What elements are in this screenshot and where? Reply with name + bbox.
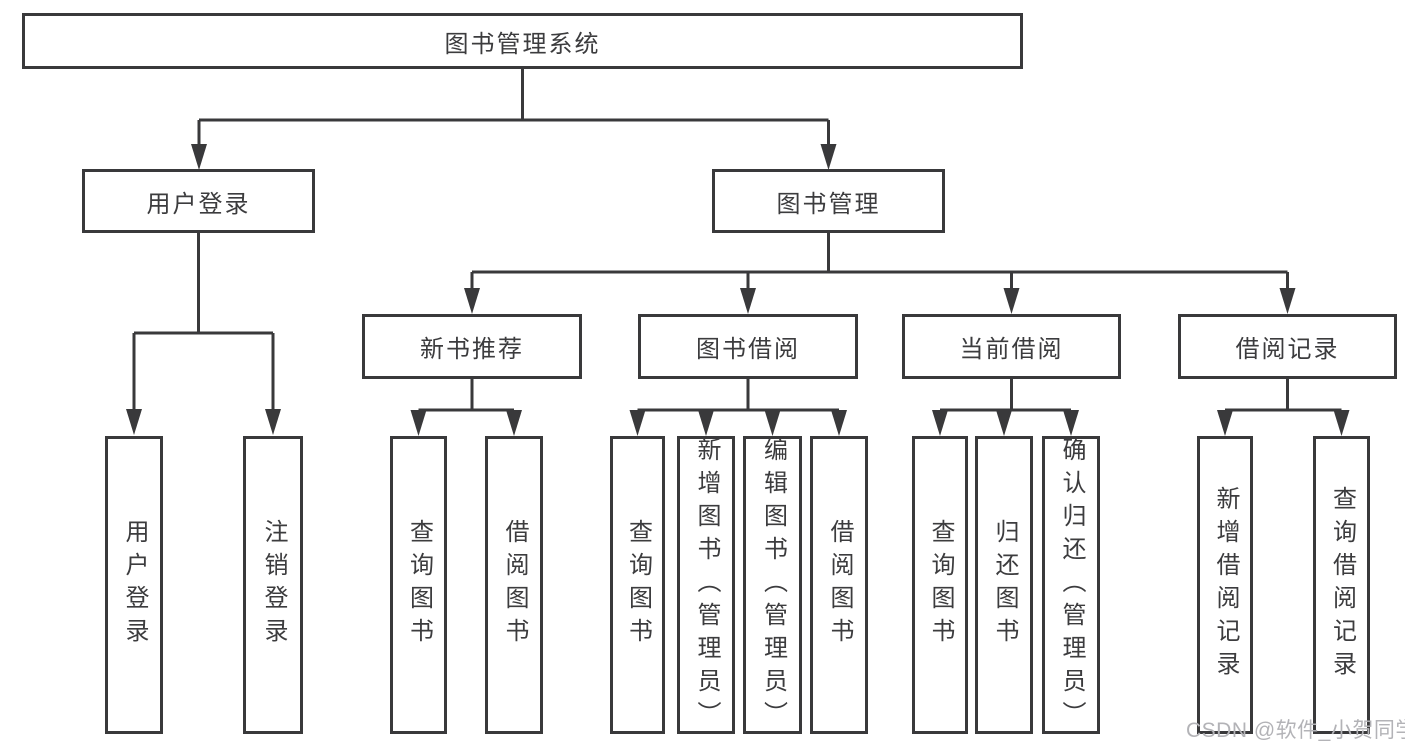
arrowhead <box>506 410 522 436</box>
arrowhead <box>1333 410 1350 436</box>
arrowhead <box>996 410 1012 436</box>
arrowhead <box>1003 288 1020 314</box>
arrowhead <box>932 410 948 436</box>
leaf-logout: 注销登录 <box>243 436 303 734</box>
leaf-query-book-borrow: 查询图书 <box>610 436 665 734</box>
node-borrow-records: 借阅记录 <box>1178 314 1397 379</box>
node-book-management: 图书管理 <box>712 169 945 233</box>
leaf-query-book-recommend: 查询图书 <box>390 436 447 734</box>
leaf-query-book-current: 查询图书 <box>912 436 968 734</box>
arrowhead <box>820 144 837 170</box>
arrowhead <box>698 410 714 436</box>
arrowhead <box>1063 410 1079 436</box>
arrowhead <box>464 288 480 314</box>
arrowhead <box>191 144 207 170</box>
leaf-edit-book-admin: 编辑图书（管理员） <box>743 436 802 734</box>
arrowhead <box>1217 410 1233 436</box>
arrowhead <box>629 410 646 436</box>
csdn-watermark: CSDN @软件_小贺同学 <box>1186 719 1405 742</box>
arrowhead <box>410 410 427 436</box>
node-current-borrow: 当前借阅 <box>902 314 1121 379</box>
arrowhead <box>126 409 142 435</box>
leaf-query-borrow-record: 查询借阅记录 <box>1313 436 1370 734</box>
node-user-login: 用户登录 <box>82 169 315 233</box>
arrowhead <box>740 288 756 314</box>
arrowhead <box>1279 288 1296 314</box>
arrowhead <box>831 410 847 436</box>
node-new-book-recommend: 新书推荐 <box>362 314 582 379</box>
leaf-confirm-return-admin: 确认归还（管理员） <box>1042 436 1100 734</box>
leaf-borrow-book: 借阅图书 <box>810 436 868 734</box>
leaf-add-borrow-record: 新增借阅记录 <box>1197 436 1253 734</box>
leaf-add-book-admin: 新增图书（管理员） <box>677 436 735 734</box>
leaf-borrow-book-recommend: 借阅图书 <box>485 436 543 734</box>
arrowhead <box>764 410 781 436</box>
node-root: 图书管理系统 <box>22 13 1023 69</box>
arrowhead <box>265 409 281 435</box>
node-book-borrow: 图书借阅 <box>638 314 858 379</box>
leaf-user-login: 用户登录 <box>105 436 163 734</box>
leaf-return-book: 归还图书 <box>975 436 1033 734</box>
